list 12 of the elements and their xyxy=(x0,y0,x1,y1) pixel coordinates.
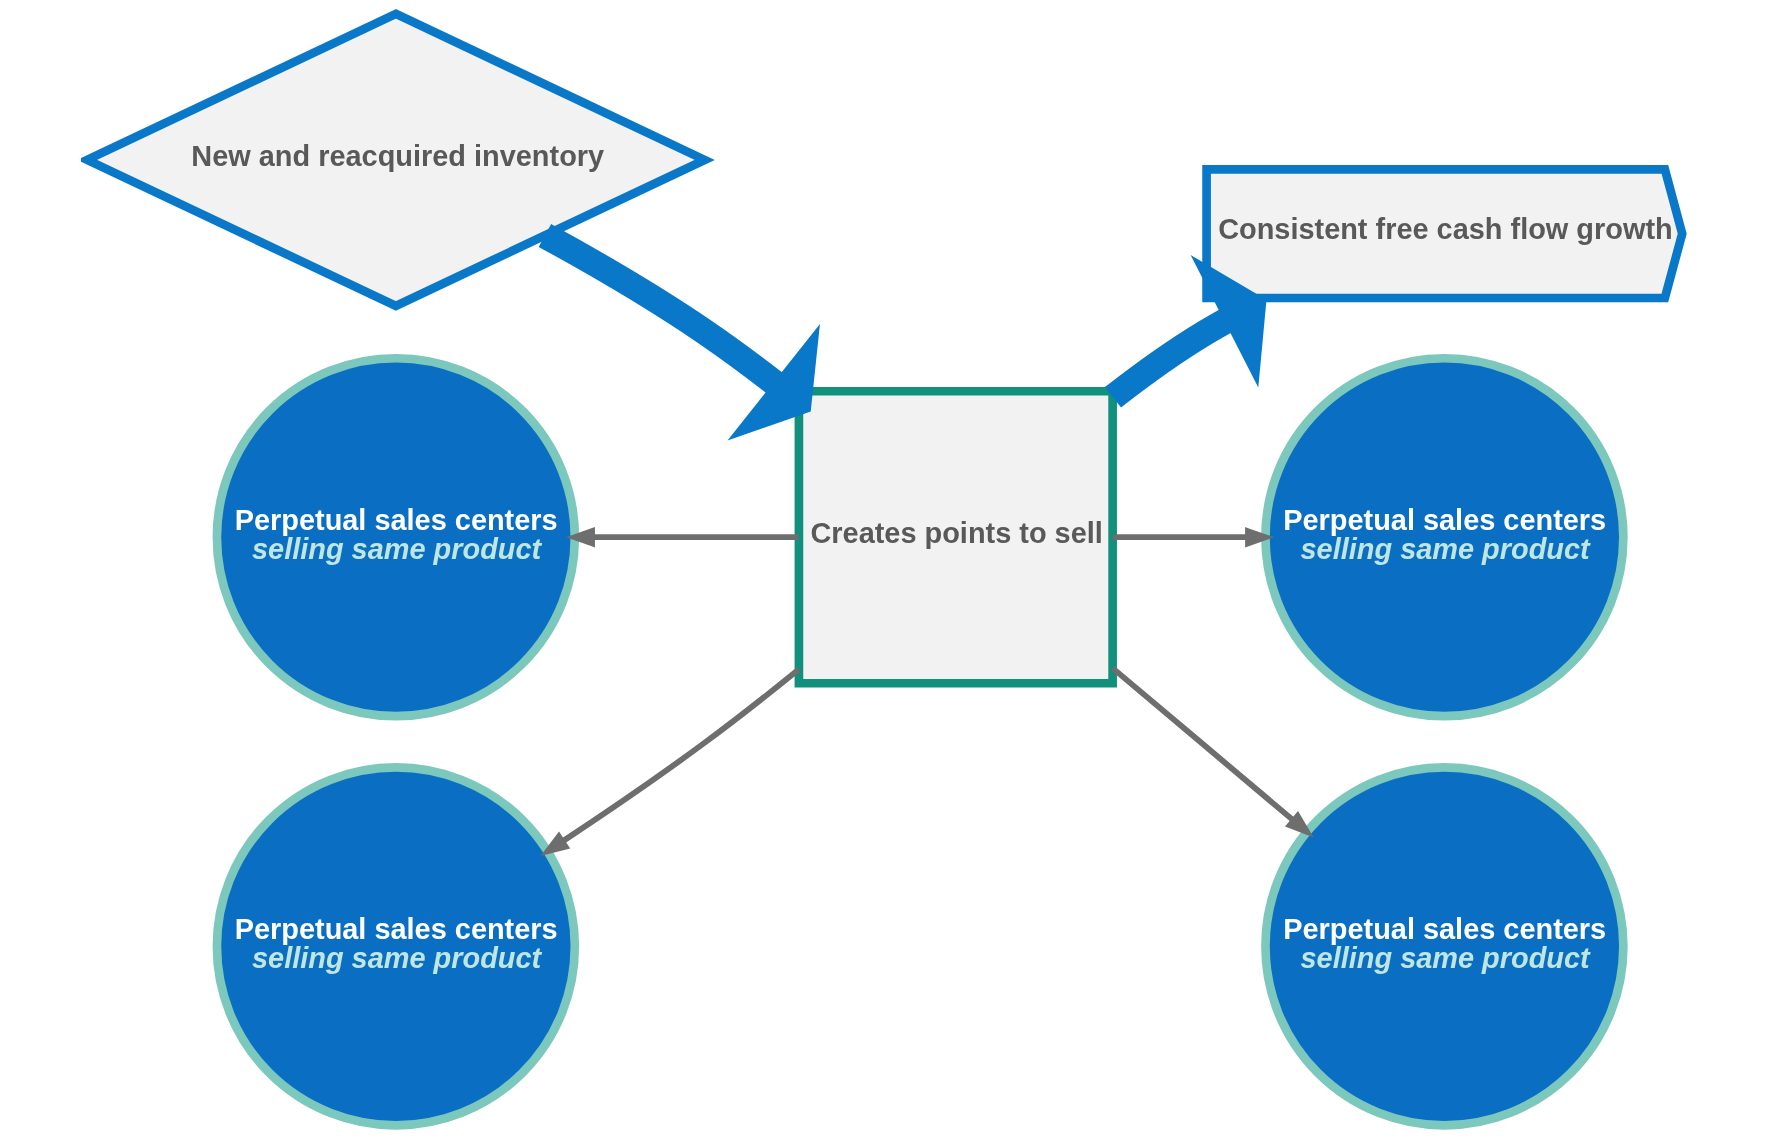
arrow xyxy=(565,527,799,548)
arrow xyxy=(1110,666,1314,838)
node-circle: Perpetual sales centers selling same product xyxy=(1260,763,1628,1130)
node-box: Creates points to sell xyxy=(794,386,1117,688)
arrow xyxy=(539,667,800,856)
node-circle: Perpetual sales centers selling same product xyxy=(212,763,579,1130)
node-diamond: New and reacquired inventory xyxy=(80,9,715,311)
arrow xyxy=(1112,527,1274,548)
arrow xyxy=(1104,255,1266,408)
arrow xyxy=(538,224,820,441)
node-circle: Perpetual sales centers selling same product xyxy=(212,353,579,721)
node-circle: Perpetual sales centers selling same product xyxy=(1260,353,1628,721)
